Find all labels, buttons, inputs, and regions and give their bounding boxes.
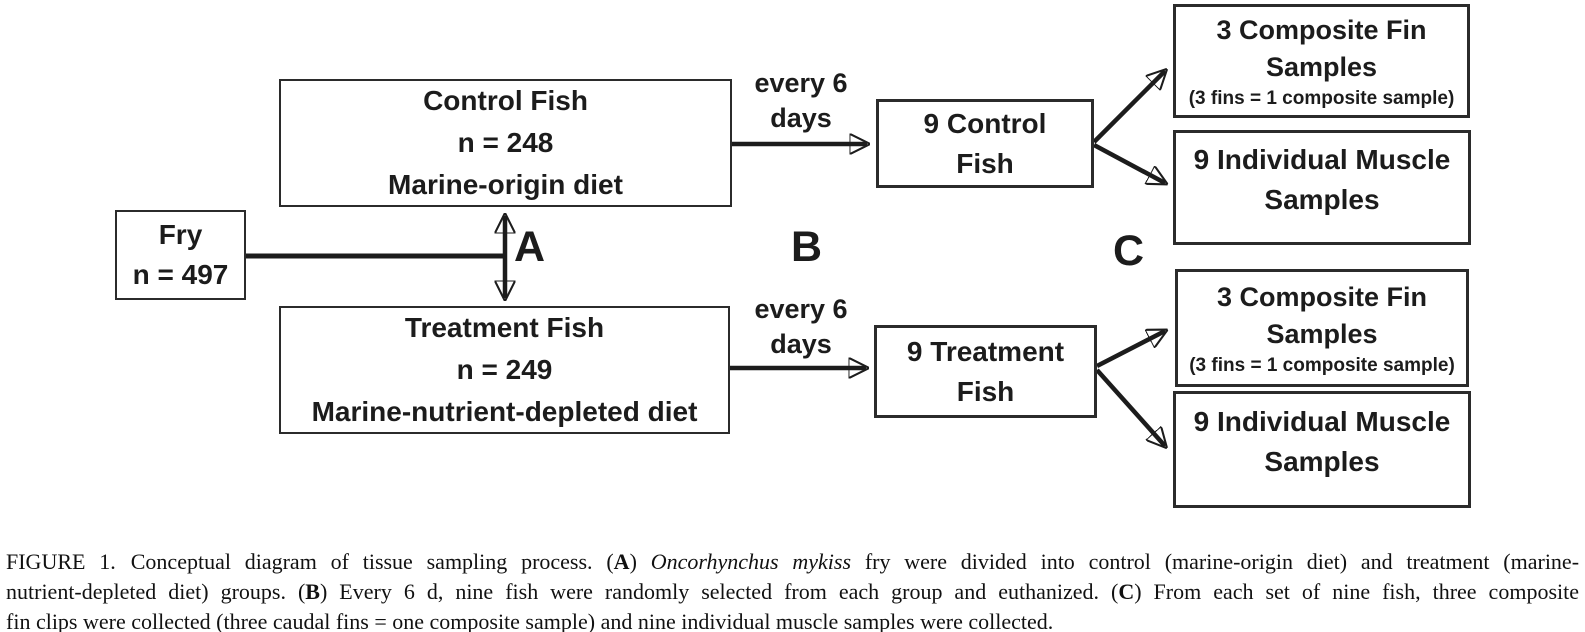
control-fish-box: Control Fish n = 248 Marine-origin diet xyxy=(279,79,732,207)
stage-label-b: B xyxy=(791,223,823,271)
box-note: (3 fins = 1 composite sample) xyxy=(1188,87,1455,109)
composite-fin-samples-box-bottom: 3 Composite Fin Samples (3 fins = 1 comp… xyxy=(1175,269,1469,387)
caption-line-2: nutrient-depleted diet) groups. (B) Ever… xyxy=(6,577,1579,607)
box-line: Fish xyxy=(956,147,1014,179)
control-to-muscle-arrow xyxy=(1092,143,1165,183)
caption-bold-b: B xyxy=(305,579,320,604)
figure-number: FIGURE 1. xyxy=(6,549,116,574)
caption-text: nutrient-depleted diet) groups. ( xyxy=(6,579,306,604)
control-to-fin-arrow xyxy=(1092,71,1165,144)
box-line: Marine-nutrient-depleted diet xyxy=(311,396,698,427)
box-line: n = 497 xyxy=(132,259,229,290)
composite-fin-samples-box-top: 3 Composite Fin Samples (3 fins = 1 comp… xyxy=(1173,4,1470,118)
box-line: Fish xyxy=(956,375,1015,407)
fry-box: Fry n = 497 xyxy=(115,210,246,300)
individual-muscle-samples-box-top: 9 Individual Muscle Samples xyxy=(1173,130,1471,245)
nine-treatment-fish-box: 9 Treatment Fish xyxy=(874,325,1097,418)
caption-bold-c: C xyxy=(1118,579,1135,604)
caption-line-3: fin clips were collected (three caudal f… xyxy=(6,607,1579,632)
caption-text: ) From each set of nine fish, three comp… xyxy=(1134,579,1579,604)
box-line: n = 248 xyxy=(457,127,554,158)
stage-label-a: A xyxy=(514,223,546,271)
edge-label-line: days xyxy=(770,103,832,133)
edge-label-line: every 6 xyxy=(754,68,848,98)
box-line: Fry xyxy=(158,219,203,250)
box-line: 9 Individual Muscle xyxy=(1193,406,1451,437)
caption-text: ) xyxy=(629,549,651,574)
caption-text: fin clips were collected (three caudal f… xyxy=(6,609,1054,632)
species-name-italic: Oncorhynchus mykiss xyxy=(650,549,852,574)
box-line: n = 249 xyxy=(456,354,553,385)
caption-bold-a: A xyxy=(613,549,630,574)
caption-line-1: FIGURE 1. Conceptual diagram of tissue sa… xyxy=(6,547,1579,577)
box-line: Samples xyxy=(1264,184,1380,215)
treatment-fish-box: Treatment Fish n = 249 Marine-nutrient-d… xyxy=(279,306,730,434)
nine-control-fish-box: 9 Control Fish xyxy=(876,99,1094,188)
box-line: 9 Individual Muscle xyxy=(1193,144,1451,175)
box-line: Samples xyxy=(1264,446,1380,477)
box-line: Marine-origin diet xyxy=(388,169,623,200)
stage-label-c: C xyxy=(1113,227,1145,275)
box-note: (3 fins = 1 composite sample) xyxy=(1189,354,1455,376)
caption-text: ) Every 6 d, nine fish were randomly sel… xyxy=(319,579,1119,604)
box-line: 9 Treatment xyxy=(906,335,1065,367)
box-line: 9 Control xyxy=(923,107,1047,139)
box-line: Samples xyxy=(1266,318,1378,349)
box-line: 3 Composite Fin xyxy=(1216,14,1427,45)
edge-label-line: days xyxy=(770,329,832,359)
edge-label-line: every 6 xyxy=(754,294,848,324)
caption-text: fry were divided into control (marine-or… xyxy=(851,549,1580,574)
every-6-days-label-bottom: every 6 days xyxy=(740,292,862,362)
caption-text: Conceptual diagram of tissue sampling pr… xyxy=(130,549,614,574)
treatment-to-muscle-arrow xyxy=(1095,368,1165,446)
every-6-days-label-top: every 6 days xyxy=(740,66,862,136)
treatment-to-fin-arrow xyxy=(1095,331,1165,369)
individual-muscle-samples-box-bottom: 9 Individual Muscle Samples xyxy=(1173,391,1471,508)
diagram-connectors xyxy=(246,0,1585,540)
box-line: Control Fish xyxy=(423,85,588,116)
box-line: 3 Composite Fin xyxy=(1216,281,1427,312)
box-line: Samples xyxy=(1265,51,1378,82)
figure-caption: FIGURE 1. Conceptual diagram of tissue sa… xyxy=(6,547,1579,632)
box-line: Treatment Fish xyxy=(404,312,605,343)
